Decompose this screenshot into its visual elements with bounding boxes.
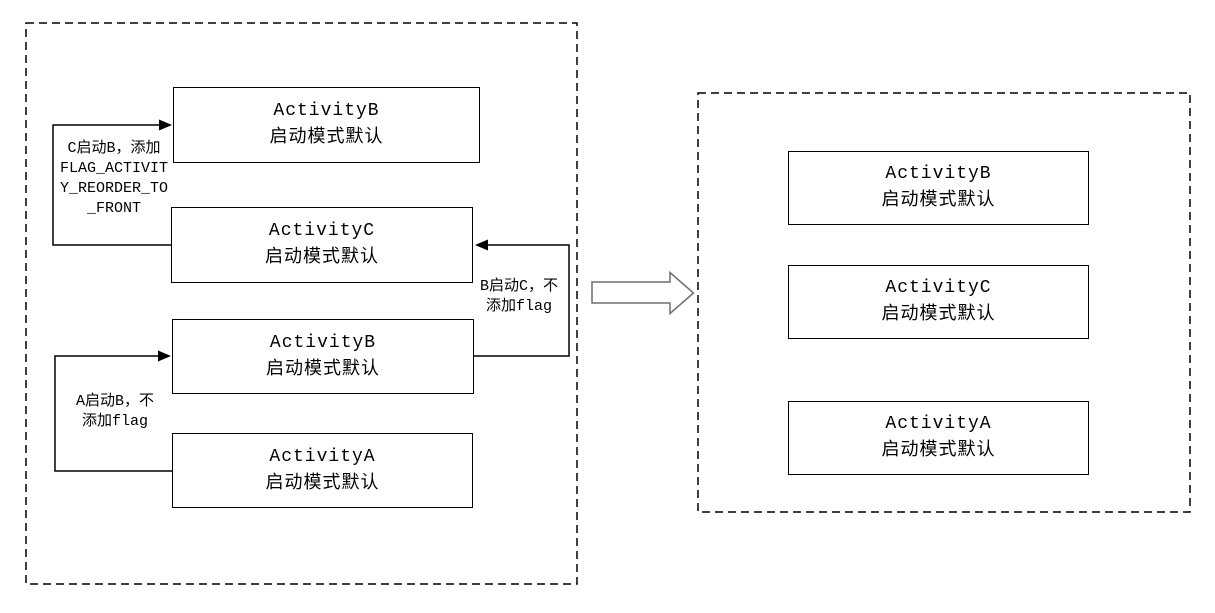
activity-title: ActivityA	[885, 414, 992, 434]
after-box-activity-b: ActivityB 启动模式默认	[788, 151, 1089, 225]
arrowhead-a-starts-b-icon	[158, 350, 171, 362]
annotation-c-starts-b: C启动B，添加 FLAG_ACTIVIT Y_REORDER_TO _FRONT	[52, 139, 176, 219]
annotation-line: C启动B，添加	[67, 140, 161, 157]
before-stack-frame	[25, 22, 578, 585]
activity-launch-mode: 启动模式默认	[266, 359, 380, 380]
activity-launch-mode: 启动模式默认	[265, 248, 379, 268]
activity-launch-mode: 启动模式默认	[881, 191, 996, 211]
before-box-activity-b-middle: ActivityB 启动模式默认	[172, 319, 474, 394]
transition-arrow-icon	[591, 270, 695, 316]
activity-launch-mode: 启动模式默认	[269, 128, 384, 148]
activity-launch-mode: 启动模式默认	[881, 441, 996, 461]
activity-title: ActivityA	[269, 446, 376, 467]
annotation-line: A启动B，不	[75, 393, 154, 410]
activity-title: ActivityB	[885, 164, 992, 184]
activity-title: ActivityC	[268, 221, 376, 241]
arrowhead-c-starts-b-icon	[159, 119, 172, 131]
annotation-line: _FRONT	[86, 200, 141, 217]
before-box-activity-a: ActivityA 启动模式默认	[172, 433, 473, 508]
annotation-line: 添加flag	[81, 413, 148, 430]
annotation-line: Y_REORDER_TO	[59, 180, 169, 197]
after-box-activity-c: ActivityC 启动模式默认	[788, 265, 1089, 339]
after-box-activity-a: ActivityA 启动模式默认	[788, 401, 1089, 475]
activity-launch-mode: 启动模式默认	[265, 473, 380, 494]
annotation-b-starts-c: B启动C，不 添加flag	[464, 277, 574, 317]
connector-b-starts-c	[474, 244, 570, 357]
arrowhead-b-starts-c-icon	[475, 239, 488, 251]
after-stack-frame	[697, 92, 1191, 513]
connector-a-starts-b	[54, 355, 172, 472]
annotation-line: FLAG_ACTIVIT	[59, 160, 169, 177]
annotation-line: B启动C，不	[479, 278, 558, 295]
activity-launch-mode: 启动模式默认	[881, 305, 996, 325]
annotation-a-starts-b: A启动B，不 添加flag	[60, 392, 170, 432]
before-box-activity-c: ActivityC 启动模式默认	[171, 207, 473, 283]
activity-title: ActivityB	[269, 332, 377, 353]
activity-title: ActivityB	[273, 101, 380, 121]
connector-c-starts-b	[52, 124, 171, 246]
activity-title: ActivityC	[885, 278, 992, 298]
annotation-line: 添加flag	[485, 298, 552, 315]
before-box-activity-b-top: ActivityB 启动模式默认	[173, 87, 480, 163]
